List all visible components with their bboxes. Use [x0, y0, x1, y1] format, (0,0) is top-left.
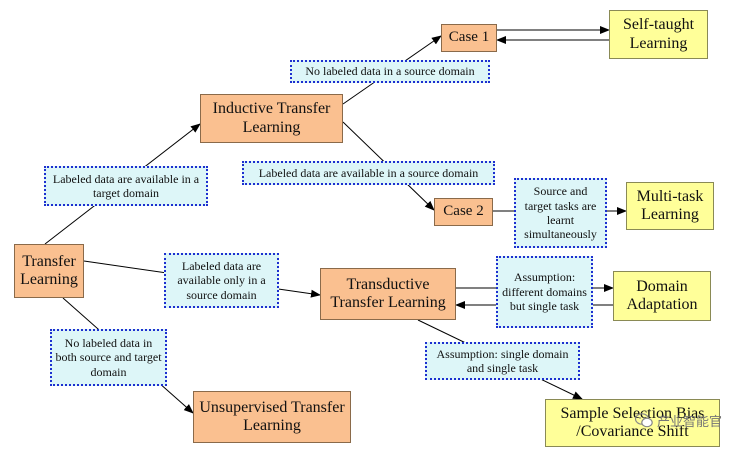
node-self-taught-learning: Self-taught Learning — [609, 10, 708, 59]
note-labeled-source: Labeled data are available in a source d… — [242, 161, 495, 185]
node-transductive-transfer-learning: Transductive Transfer Learning — [320, 268, 456, 320]
note-labeled-target: Labeled data are available in a target d… — [44, 166, 208, 206]
wechat-icon — [634, 413, 653, 428]
node-case-2: Case 2 — [434, 198, 493, 226]
watermark: 产业智能官 — [634, 411, 722, 430]
note-different-domains: Assumption: different domains but single… — [496, 256, 593, 328]
node-inductive-transfer-learning: Inductive Transfer Learning — [200, 94, 343, 143]
watermark-text: 产业智能官 — [656, 415, 722, 430]
note-no-labeled-source: No labeled data in a source domain — [290, 60, 490, 83]
node-sample-selection-bias: Sample Selection Bias /Covariance Shift — [545, 399, 720, 447]
node-domain-adaptation: Domain Adaptation — [613, 271, 711, 321]
note-source-target-tasks: Source and target tasks are learnt simul… — [514, 178, 607, 248]
note-no-labeled-both: No labeled data in both source and targe… — [50, 329, 167, 386]
node-transfer-learning: Transfer Learning — [14, 244, 84, 298]
note-labeled-only-source: Labeled data are available only in a sou… — [164, 253, 279, 308]
node-unsupervised-transfer-learning: Unsupervised Transfer Learning — [193, 391, 351, 443]
node-multi-task-learning: Multi-task Learning — [626, 182, 714, 230]
note-single-domain: Assumption: single domain and single tas… — [425, 342, 580, 380]
node-case-1: Case 1 — [441, 24, 497, 52]
